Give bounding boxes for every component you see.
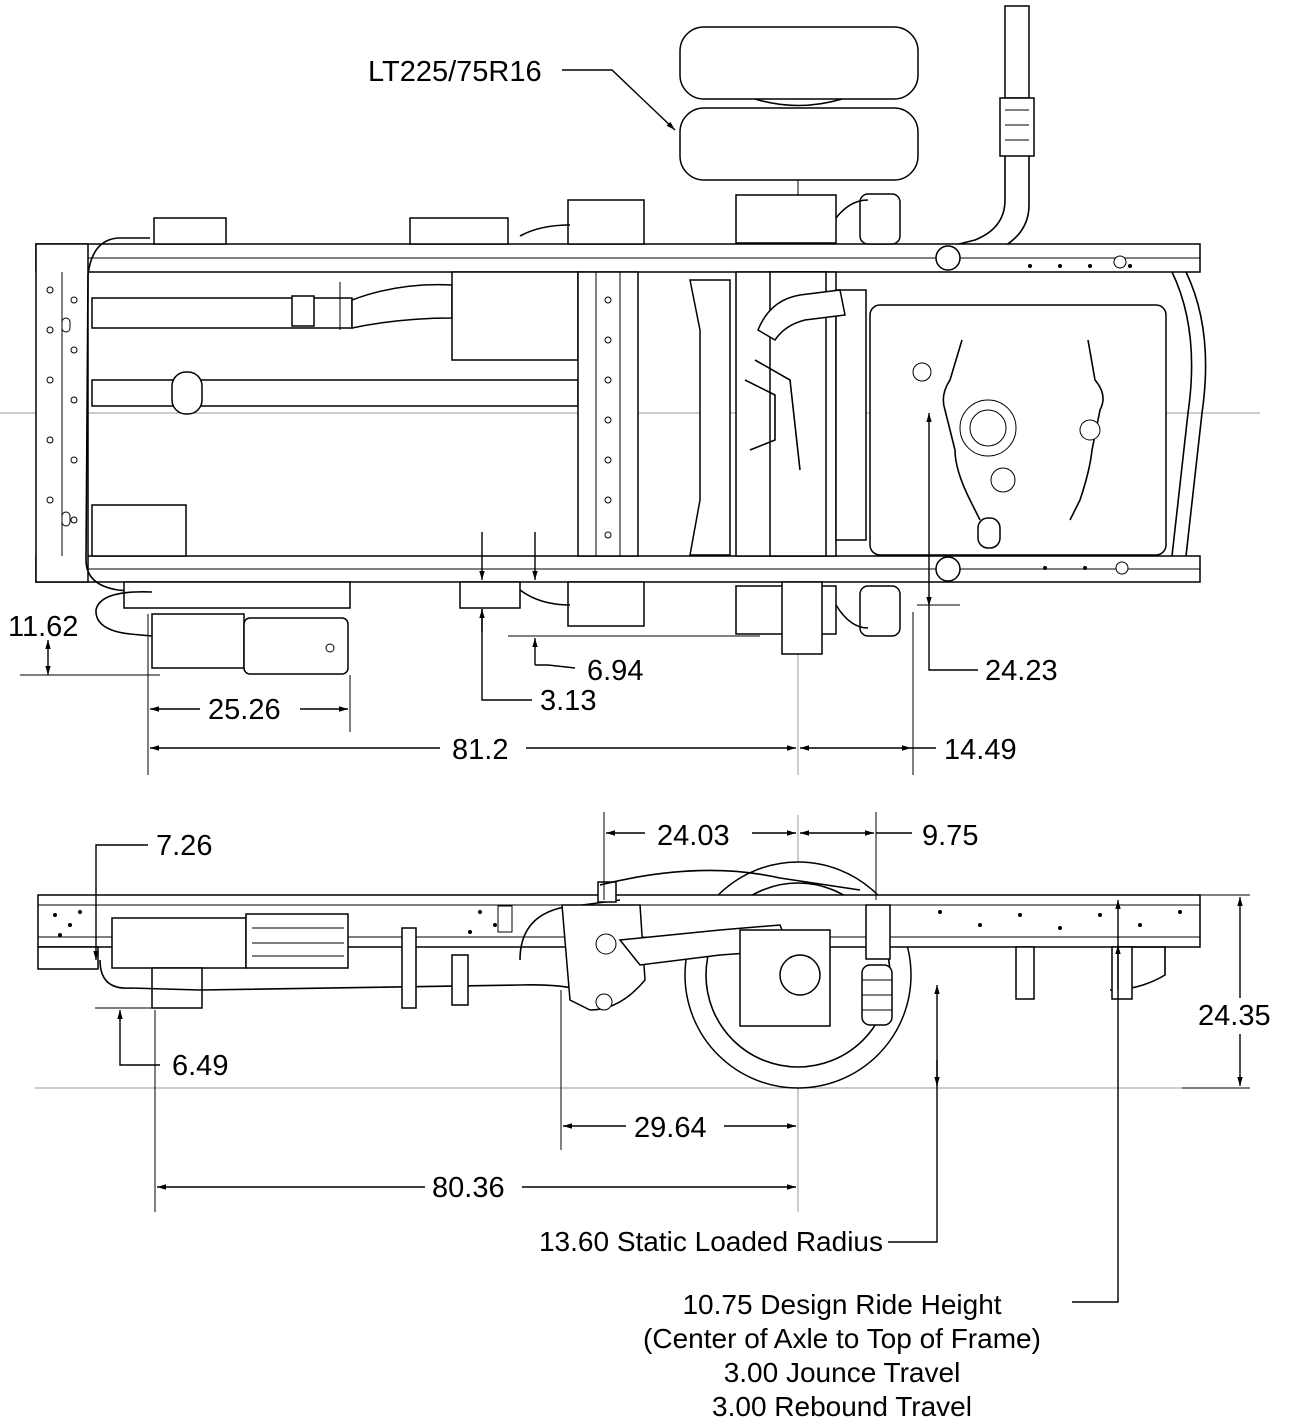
exhaust-tailpipe — [934, 5, 1035, 263]
dim-9-75: 9.75 — [922, 820, 978, 852]
dim-14-49: 14.49 — [944, 734, 1017, 766]
dim-6-49: 6.49 — [172, 1050, 228, 1082]
suspension-frame — [689, 271, 867, 557]
dim-3-13: 3.13 — [540, 685, 596, 717]
ride-height-note-line-1: 10.75 Design Ride Height — [682, 1289, 1001, 1320]
fuel-pump-assembly — [95, 591, 349, 675]
dim-80-36: 80.36 — [432, 1172, 505, 1204]
dim-24-23: 24.23 — [985, 655, 1058, 687]
lower-left-box — [91, 504, 187, 557]
brake-line — [85, 237, 150, 593]
dim-6-94: 6.94 — [587, 655, 643, 687]
top-view-dimensions — [20, 69, 978, 775]
upper-axle-components — [153, 193, 901, 245]
ride-height-note-line-3: 3.00 Jounce Travel — [724, 1357, 961, 1388]
tire-callout-leader — [562, 69, 676, 131]
sway-bar — [757, 289, 846, 342]
dim-7-26: 7.26 — [156, 830, 212, 862]
muffler — [291, 271, 579, 361]
dim-29-64: 29.64 — [634, 1112, 707, 1144]
static-loaded-radius-note: 13.60 Static Loaded Radius — [539, 1226, 883, 1257]
dim-81-2: 81.2 — [452, 734, 508, 766]
spare-tire — [679, 26, 919, 200]
side-suspension — [561, 869, 893, 1027]
top-frame-rails — [35, 243, 1207, 583]
fuel-tank — [869, 304, 1167, 556]
side-fuel-pump — [111, 913, 349, 1009]
lower-axle-components — [123, 581, 901, 655]
side-view: 7.26 24.03 9.75 24.35 6.49 29.64 80.36 1… — [35, 812, 1271, 1422]
side-brackets — [401, 881, 1133, 1009]
dim-24-35: 24.35 — [1198, 1000, 1271, 1032]
dim-25-26: 25.26 — [208, 694, 281, 726]
mid-crossmember — [577, 271, 639, 557]
front-crossmember-holes — [46, 286, 78, 527]
top-view: LT225/75R16 11.62 25.26 81.2 14.49 6.94 … — [0, 5, 1260, 775]
ride-height-note-line-4: 3.00 Rebound Travel — [712, 1391, 972, 1422]
tire-size-label: LT225/75R16 — [368, 56, 542, 88]
rear-rail-holes — [935, 245, 1132, 582]
dim-11-62: 11.62 — [8, 611, 78, 643]
side-frame-holes — [53, 905, 1182, 937]
ride-height-note-line-2: (Center of Axle to Top of Frame) — [643, 1323, 1041, 1354]
side-fuel-line — [99, 959, 581, 991]
side-view-dimensions — [93, 812, 1250, 1303]
dim-24-03: 24.03 — [657, 820, 730, 852]
